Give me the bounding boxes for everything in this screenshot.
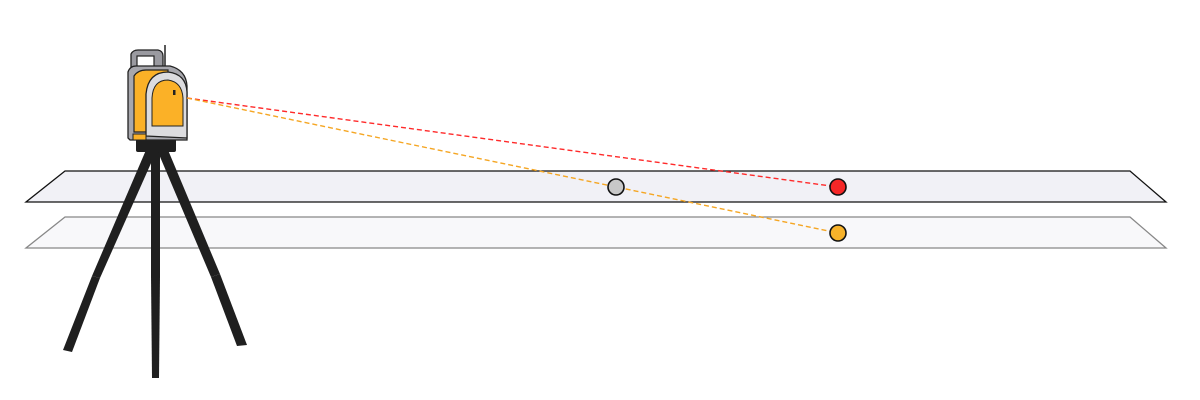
- total-station-icon: [127, 45, 188, 152]
- point-gray: [607, 178, 625, 196]
- point-red: [829, 178, 847, 196]
- tripod-icon: [63, 150, 247, 378]
- ray-red: [186, 97, 839, 188]
- point-orange: [829, 224, 847, 242]
- lower-plane: [24, 216, 1168, 249]
- ray-orange: [186, 97, 839, 234]
- upper-plane: [24, 170, 1168, 203]
